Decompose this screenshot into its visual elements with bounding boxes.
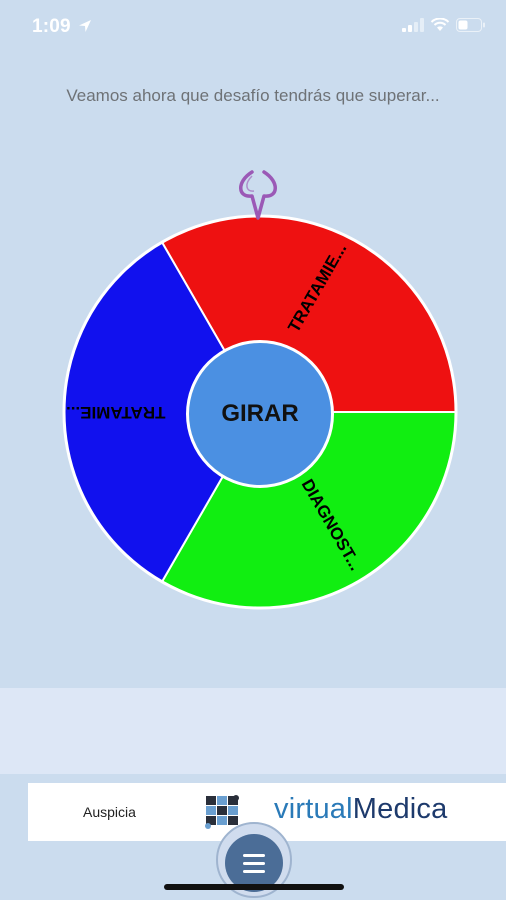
brand-name-part2: Medica <box>352 793 448 825</box>
sponsor-label: Auspicia <box>83 804 136 820</box>
status-icons <box>402 18 486 32</box>
wifi-icon <box>430 18 450 31</box>
menu-icon <box>225 834 283 892</box>
battery-icon <box>456 18 485 32</box>
spin-button[interactable]: GIRAR <box>186 340 334 488</box>
brand-name: virtualMedica <box>274 793 447 826</box>
prompt-text: Veamos ahora que desafío tendrás que sup… <box>66 86 440 105</box>
segment-label-blue: TRATAMIE... <box>66 403 166 422</box>
status-time: 1:09 <box>32 16 71 37</box>
brand-name-part1: virtual <box>274 793 353 825</box>
content-footer-band <box>0 688 506 774</box>
location-arrow-icon <box>79 20 91 32</box>
home-indicator[interactable] <box>164 884 344 890</box>
spin-wheel[interactable] <box>0 0 506 640</box>
virtualmedica-logo-icon <box>205 795 239 829</box>
wheel-pointer-icon <box>239 170 277 220</box>
signal-icon <box>402 18 424 32</box>
status-bar: 1:09 <box>0 0 506 56</box>
